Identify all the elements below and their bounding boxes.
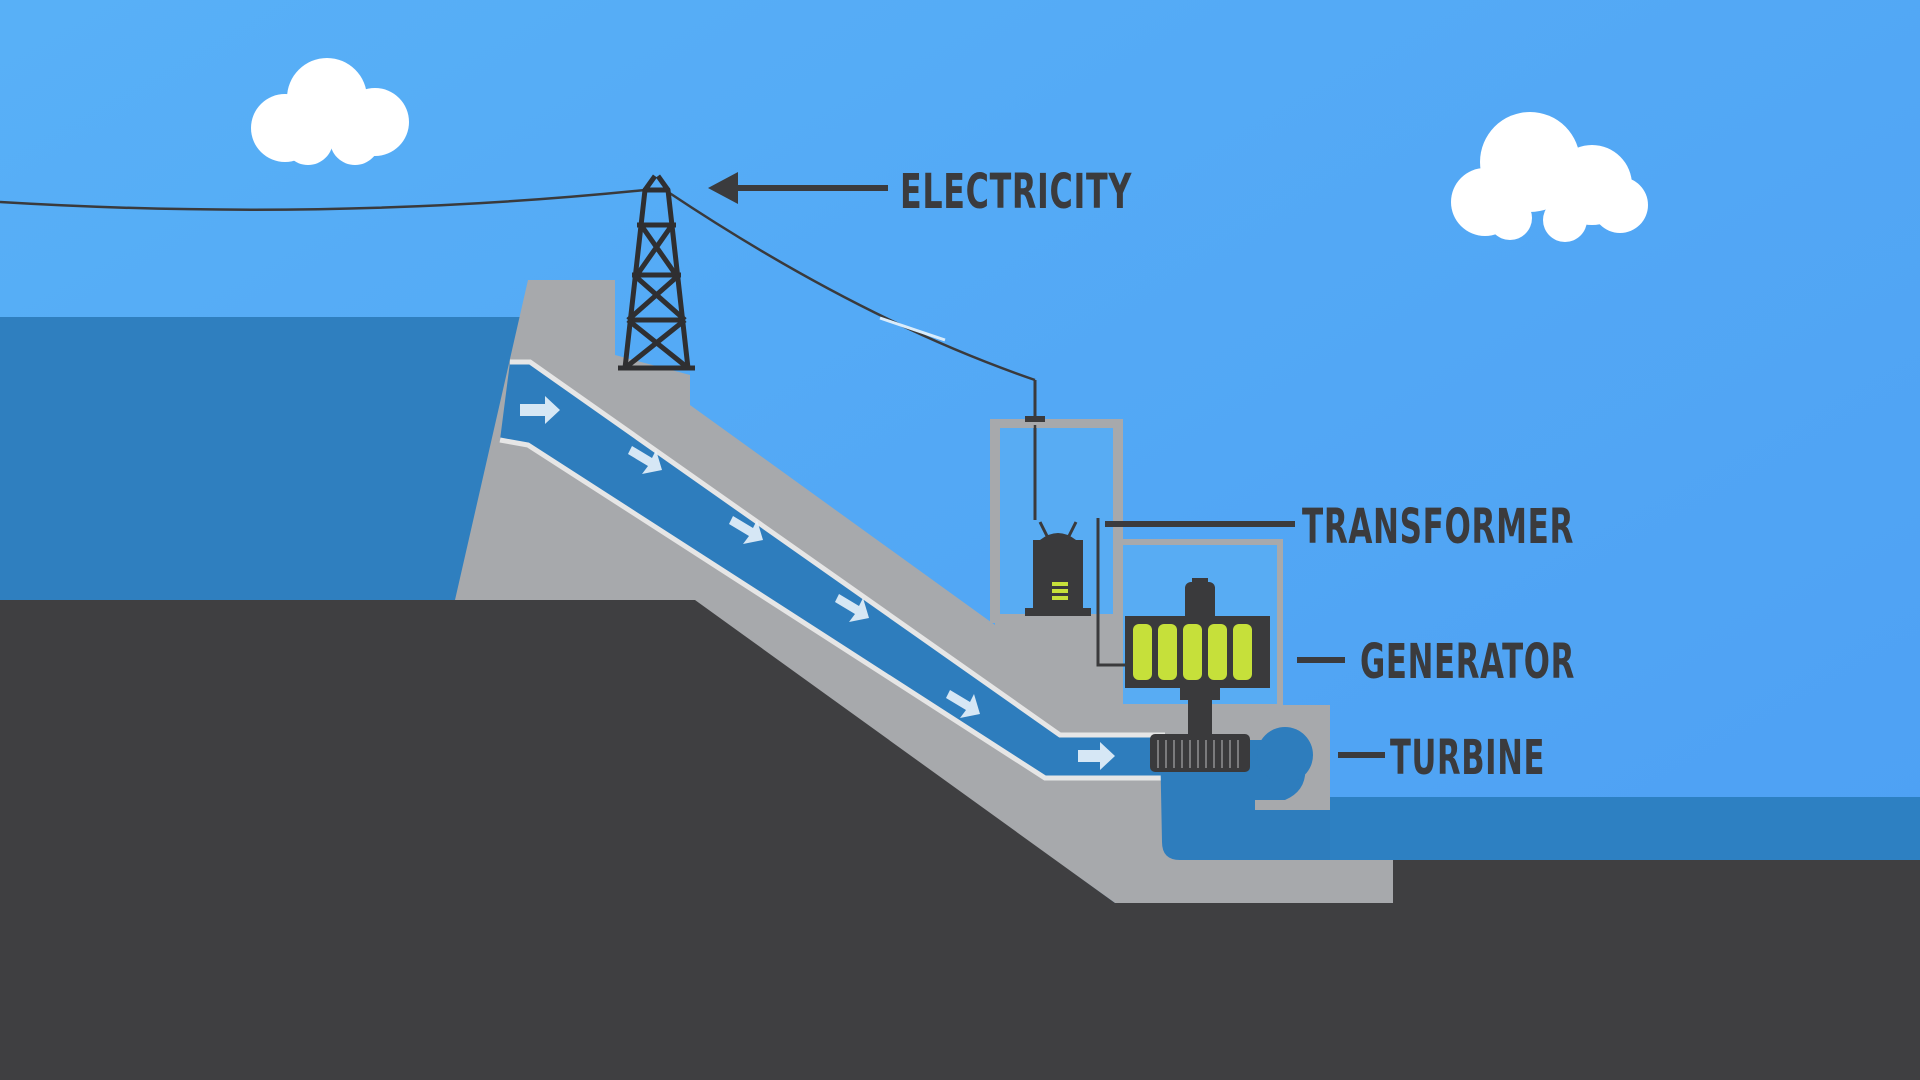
flow-arrow-icon: [520, 396, 560, 424]
flow-arrows: [520, 396, 1115, 770]
flow-arrow-icon: [1078, 742, 1115, 770]
penstock: [499, 359, 1165, 781]
cloud-icon: [1451, 112, 1648, 242]
river: [1330, 797, 1920, 860]
ground: [0, 600, 1920, 1080]
cloud-icon: [251, 58, 409, 165]
electricity-label: ELECTRICITY: [900, 164, 1132, 220]
arrow-left-icon: [708, 172, 738, 204]
flow-arrow-icon: [835, 594, 869, 622]
flow-arrow-icon: [946, 690, 980, 718]
turbine-icon: [1150, 734, 1250, 772]
transformer-icon: [1025, 521, 1091, 616]
leader-lines: [708, 172, 1385, 758]
turbine-basin: [1257, 727, 1313, 783]
transmission-tower-icon: [618, 174, 695, 371]
flow-arrow-icon: [729, 516, 763, 544]
line-glint: [879, 316, 946, 342]
generator-icon: [1125, 578, 1270, 736]
turbine-label: TURBINE: [1390, 730, 1545, 786]
reservoir: [0, 317, 520, 600]
transformer-label: TRANSFORMER: [1302, 499, 1574, 555]
flow-arrow-icon: [628, 446, 662, 474]
generator-label: GENERATOR: [1360, 634, 1575, 690]
